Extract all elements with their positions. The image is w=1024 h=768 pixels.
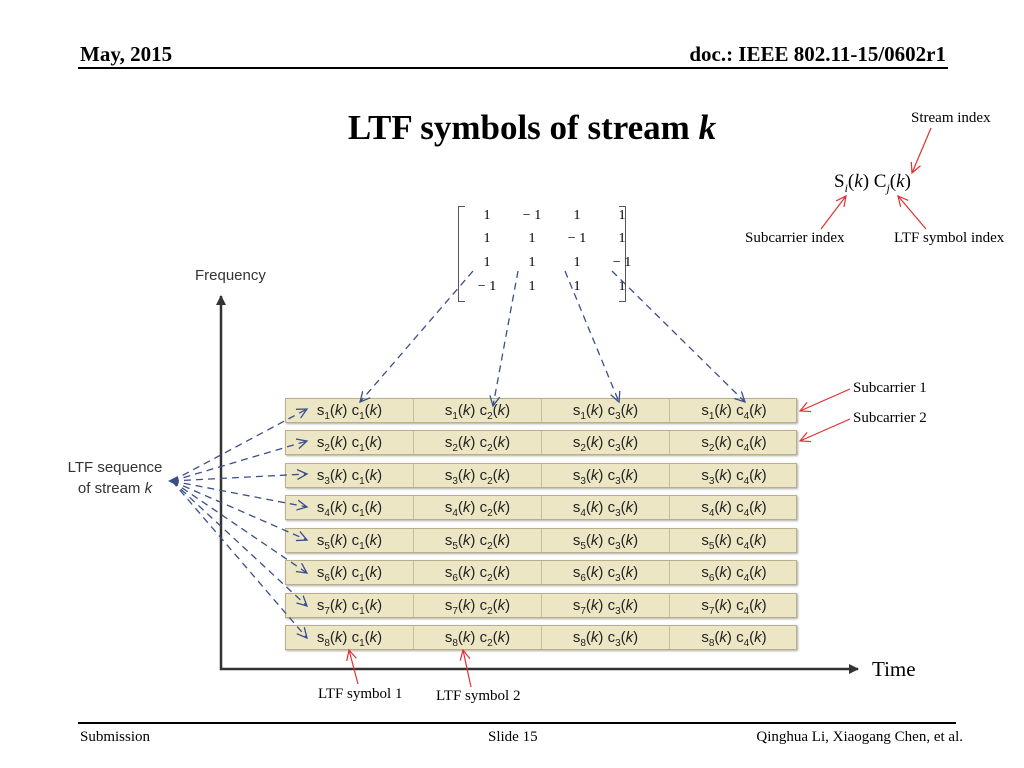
ltf-cell: s4(k) c1(k) — [286, 496, 414, 519]
subcarrier-row: s5(k) c1(k)s5(k) c2(k)s5(k) c3(k) s5(k) c… — [285, 528, 797, 553]
ltf-cell: s7(k) c3(k) — [542, 594, 670, 617]
ltf-cell: s1(k) c2(k) — [414, 399, 542, 422]
ltf-cell: s8(k) c2(k) — [414, 626, 542, 649]
subcarrier-row: s2(k) c1(k)s2(k) c2(k)s2(k) c3(k) s2(k) c… — [285, 430, 797, 455]
mapping-matrix: 1 − 1 1 1 1 1 − 1 1 1 1 1 − 1 − 1 1 1 1 — [455, 206, 635, 302]
ltf-cell: s2(k) c3(k) — [542, 431, 670, 454]
ltf-cell: s5(k) c1(k) — [286, 529, 414, 552]
header-doc-id: doc.: IEEE 802.11-15/0602r1 — [689, 42, 946, 66]
ltf-cell: s6(k) c4(k) — [701, 564, 767, 584]
ltf-cell: s4(k) c3(k) — [542, 496, 670, 519]
ltf-symbol-index-arrow — [898, 196, 927, 230]
ltf-cell: s8(k) c4(k) — [701, 629, 767, 649]
matrix-cell: 1 — [573, 208, 581, 223]
ltf-symbol-1-note: LTF symbol 1 — [318, 686, 403, 702]
matrix-arrow-col2 — [493, 270, 519, 406]
slide-title-k: k — [698, 108, 717, 147]
matrix-cell: 1 — [573, 255, 581, 270]
ltf-cell: s3(k) c1(k) — [286, 464, 414, 487]
matrix-cell: 1 — [573, 279, 581, 294]
matrix-cell: 1 — [528, 255, 536, 270]
ltf-cell: s4(k) c2(k) — [414, 496, 542, 519]
header-rule — [78, 67, 948, 69]
ltf-cell: s2(k) c4(k) — [701, 434, 767, 454]
matrix-arrow-col3 — [564, 270, 619, 402]
slide-title-text: LTF symbols of stream — [347, 108, 699, 147]
subcarrier-row: s6(k) c1(k)s6(k) c2(k)s6(k) c3(k) s6(k) c… — [285, 560, 797, 585]
ltf-sequence-origin-marker — [168, 476, 178, 486]
ltf-symbol-index-note: LTF symbol index — [894, 230, 1005, 246]
ltf-cell: s4(k) c4(k) — [701, 499, 767, 519]
matrix-cell: 1 — [618, 208, 626, 223]
matrix-arrow-col4 — [611, 270, 745, 402]
ltf-cell: s6(k) c1(k) — [286, 561, 414, 584]
frequency-axis-label: Frequency — [195, 267, 266, 284]
ltf-cell: s7(k) c2(k) — [414, 594, 542, 617]
ltf-cell: s8(k) c1(k) — [286, 626, 414, 649]
subcarrier-index-note: Subcarrier index — [745, 230, 845, 246]
ltf-cell: s3(k) c4(k) — [701, 467, 767, 487]
ltf-cell: s5(k) c3(k) — [542, 529, 670, 552]
matrix-cell: 1 — [483, 208, 491, 223]
ltf-cell: s3(k) c3(k) — [542, 464, 670, 487]
ltf-symbol-2-note: LTF symbol 2 — [436, 688, 521, 704]
ltf-cell: s6(k) c3(k) — [542, 561, 670, 584]
subcarrier-row: s8(k) c1(k)s8(k) c2(k)s8(k) c3(k) s8(k) c… — [285, 625, 797, 650]
formula-si-cj: Si(k) Cj(k) — [834, 171, 911, 195]
header-date: May, 2015 — [80, 42, 173, 66]
ltf-cell: s2(k) c2(k) — [414, 431, 542, 454]
matrix-cell: − 1 — [567, 231, 587, 246]
ltf-cell: s3(k) c2(k) — [414, 464, 542, 487]
ltf-cell: s1(k) c3(k) — [542, 399, 670, 422]
footer-authors: Qinghua Li, Xiaogang Chen, et al. — [756, 729, 963, 745]
matrix-cell: 1 — [528, 231, 536, 246]
subcarrier-row: s3(k) c1(k)s3(k) c2(k)s3(k) c3(k) s3(k) c… — [285, 463, 797, 488]
stream-index-arrow — [912, 127, 932, 173]
ltf-symbol-1-arrow — [349, 650, 359, 685]
ltf-cell: s8(k) c3(k) — [542, 626, 670, 649]
ltf-cell: s6(k) c2(k) — [414, 561, 542, 584]
ltf-cell: s7(k) c4(k) — [701, 597, 767, 617]
ltf-cell: s5(k) c4(k) — [701, 532, 767, 552]
matrix-cell: 1 — [618, 231, 626, 246]
subcarrier-row: s4(k) c1(k)s4(k) c2(k)s4(k) c3(k) s4(k) c… — [285, 495, 797, 520]
stream-index-note: Stream index — [911, 110, 991, 126]
matrix-cell: 1 — [528, 279, 536, 294]
matrix-cell: 1 — [618, 279, 626, 294]
subcarrier-1-arrow — [800, 388, 851, 411]
subcarrier-index-arrow — [820, 196, 846, 230]
time-axis-label: Time — [872, 657, 916, 681]
subcarrier-row: s7(k) c1(k)s7(k) c2(k)s7(k) c3(k) s7(k) c… — [285, 593, 797, 618]
matrix-right-bracket — [619, 206, 626, 302]
matrix-cell: − 1 — [522, 208, 542, 223]
ltf-cell: s1(k) c4(k) — [701, 402, 767, 422]
ltf-cell: s5(k) c2(k) — [414, 529, 542, 552]
matrix-cell: 1 — [483, 231, 491, 246]
matrix-arrow-col1 — [360, 270, 474, 402]
matrix-cell: − 1 — [477, 279, 497, 294]
ltf-cell: s1(k) c1(k) — [286, 399, 414, 422]
footer-rule — [78, 722, 956, 724]
subcarrier-1-note: Subcarrier 1 — [853, 380, 927, 396]
ltf-symbol-2-arrow — [463, 650, 472, 688]
ltf-cell: s2(k) c1(k) — [286, 431, 414, 454]
matrix-cell: − 1 — [612, 255, 632, 270]
slide-title: LTF symbols of stream k — [0, 108, 1024, 148]
matrix-left-bracket — [458, 206, 465, 302]
subcarrier-2-arrow — [800, 418, 851, 441]
matrix-cell: 1 — [483, 255, 491, 270]
footer-slide-number: Slide 15 — [488, 729, 538, 745]
subcarrier-2-note: Subcarrier 2 — [853, 410, 927, 426]
ltf-sequence-fan — [171, 409, 307, 638]
footer-submission: Submission — [80, 729, 151, 745]
ltf-cell: s7(k) c1(k) — [286, 594, 414, 617]
